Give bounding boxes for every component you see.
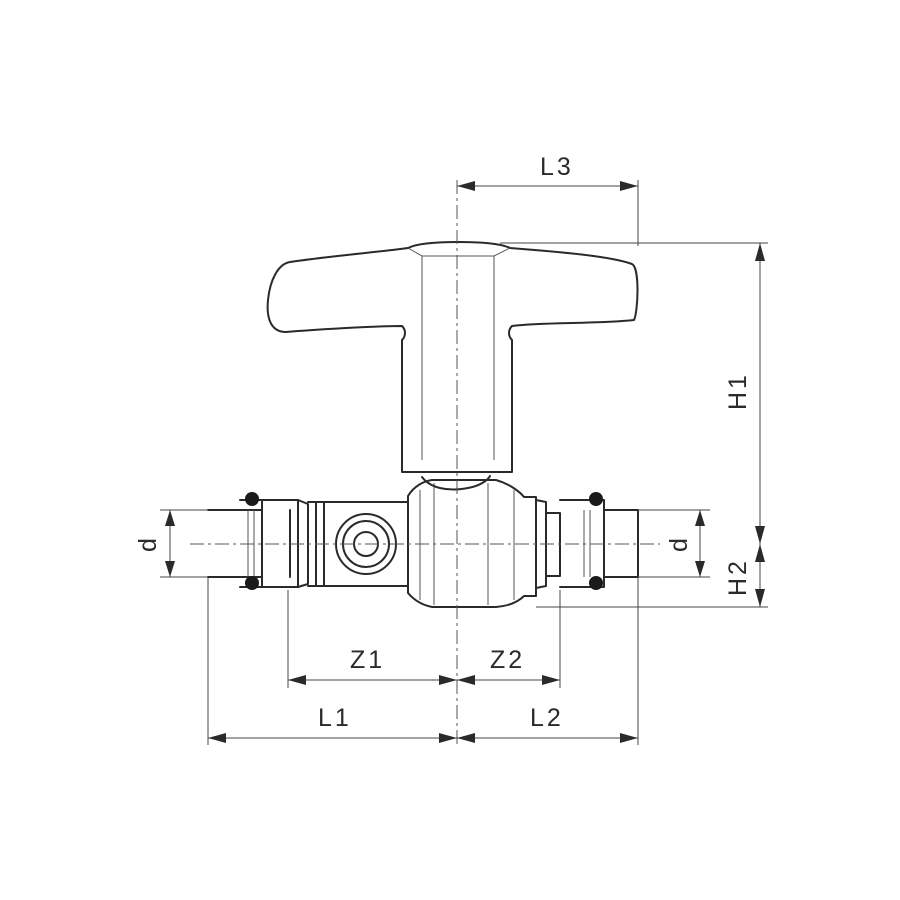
center-lines [190,180,660,745]
t-handle [266,241,639,473]
dimension-label-L2: L2 [530,704,564,732]
extension-lines [160,180,768,745]
ball-housing [407,479,537,608]
dimension-label-L1: L1 [318,704,352,732]
seal-ring-right-top [589,492,603,506]
dimension-label-H1: H1 [724,372,752,410]
dimension-L2: L2 [457,704,638,743]
dimension-label-Z2: Z2 [490,646,525,674]
dimension-label-Z1: Z1 [350,646,385,674]
dimension-label-d-left: d [134,535,162,552]
dimension-label-L3: L3 [540,153,574,181]
handle-grip [266,241,639,473]
dimension-label-d-right: d [665,535,693,552]
dimension-H1: H1 [724,243,765,544]
dimension-L1: L1 [208,704,457,743]
left-pipe-end [207,509,263,578]
dimension-Z1: Z1 [288,646,457,685]
dimension-H2: H2 [724,544,765,607]
dimension-label-H2: H2 [724,558,752,596]
dimension-L3: L3 [457,153,638,191]
seal-ring-left-bottom [245,576,259,590]
valve-body [207,475,639,608]
dimension-d-left: d [134,510,175,577]
seal-rings [245,492,603,590]
seal-ring-right-bottom [589,576,603,590]
seal-ring-left-top [245,492,259,506]
dimension-d-right: d [665,510,705,577]
dimension-Z2: Z2 [457,646,560,685]
